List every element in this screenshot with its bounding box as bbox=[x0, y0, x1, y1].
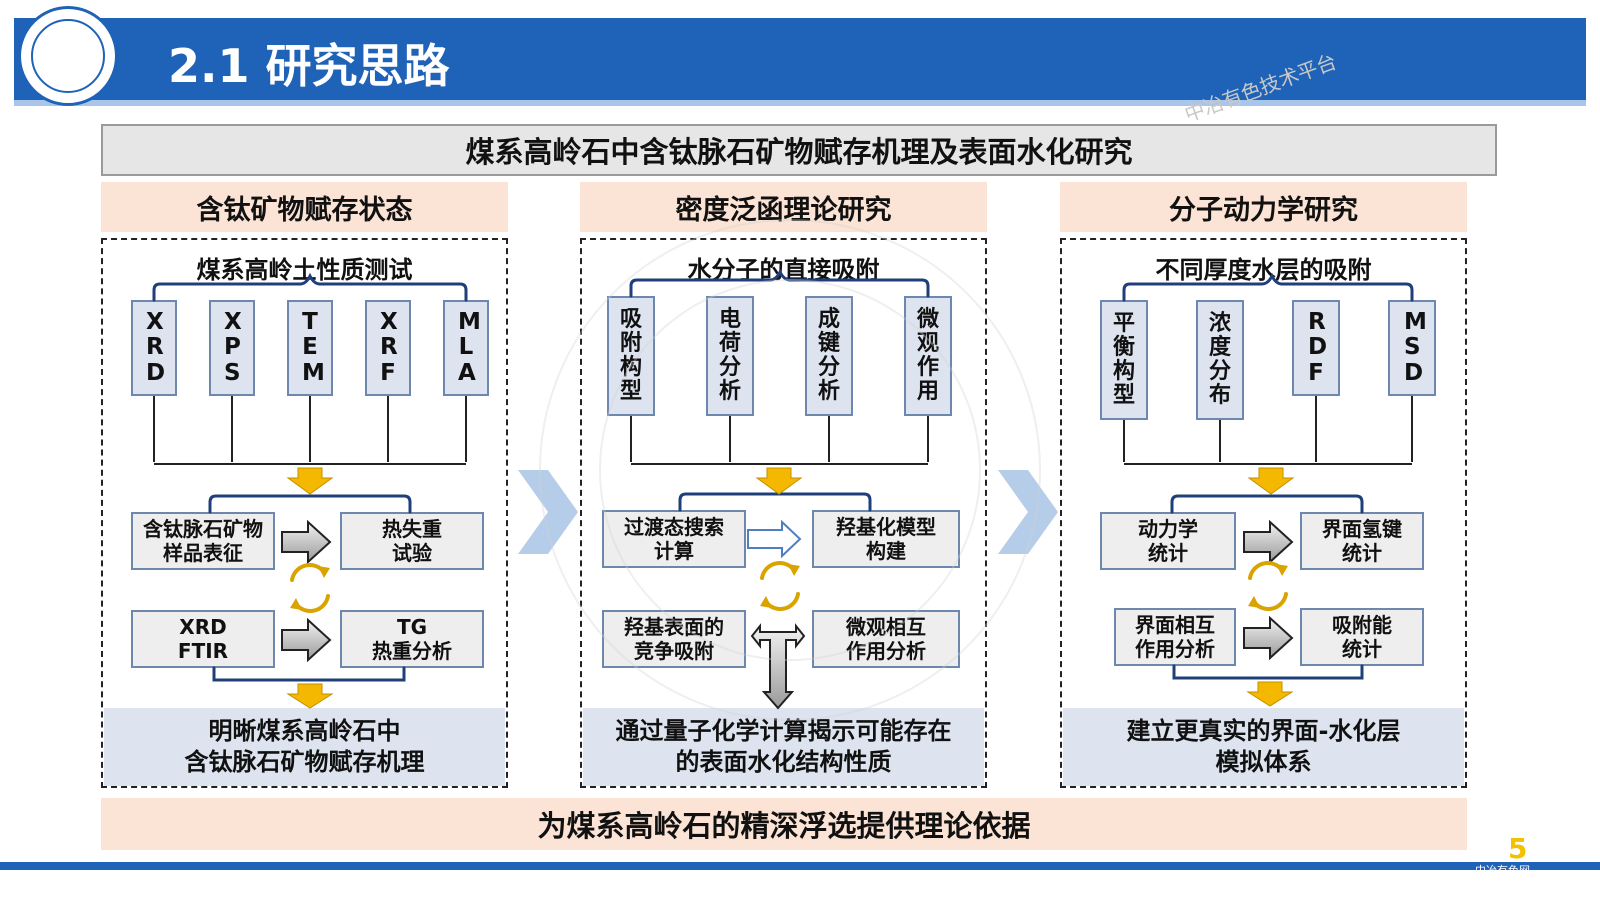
process-box-micro-interaction-analysis: 微观相互 作用分析 bbox=[812, 610, 960, 668]
column-2-heading: 密度泛函理论研究 bbox=[580, 182, 987, 232]
column-3-result: 建立更真实的界面-水化层 模拟体系 bbox=[1063, 708, 1464, 786]
column-1-panel bbox=[101, 238, 508, 788]
header-bar bbox=[14, 18, 1586, 100]
method-label: 吸附构型 bbox=[619, 306, 642, 405]
cycle-icon bbox=[290, 561, 1288, 613]
process-box-hydroxylation-model: 羟基化模型 构建 bbox=[812, 510, 960, 568]
column-2-result: 通过量子化学计算揭示可能存在 的表面水化结构性质 bbox=[583, 708, 984, 786]
column-3-panel bbox=[1060, 238, 1467, 788]
column-3-heading: 分子动力学研究 bbox=[1060, 182, 1467, 232]
logo-emblem-icon bbox=[31, 19, 105, 93]
method-adsorption-config-box: 吸附构型 bbox=[607, 296, 655, 416]
column-1-subheading: 煤系高岭土性质测试 bbox=[196, 256, 413, 284]
process-box-adsorption-energy: 吸附能 统计 bbox=[1300, 608, 1424, 666]
method-label: 平衡构型 bbox=[1112, 310, 1135, 409]
page-number: 5 bbox=[1508, 832, 1528, 865]
process-box-transition-state: 过渡态搜索 计算 bbox=[602, 510, 746, 568]
method-label: 电荷分析 bbox=[718, 306, 741, 405]
method-label: 浓度分布 bbox=[1208, 310, 1231, 409]
method-micro-interaction-box: 微观作用 bbox=[904, 296, 952, 416]
process-box-hbond-stats: 界面氢键 统计 bbox=[1300, 512, 1424, 570]
main-title: 煤系高岭石中含钛脉石矿物赋存机理及表面水化研究 bbox=[101, 124, 1497, 176]
method-equilibrium-config-box: 平衡构型 bbox=[1100, 300, 1148, 420]
column-2-panel bbox=[580, 238, 987, 788]
method-tem-box: TEM bbox=[287, 300, 333, 396]
method-concentration-box: 浓度分布 bbox=[1196, 300, 1244, 420]
slide-title: 2.1 研究思路 bbox=[168, 39, 450, 93]
site-label: 中冶有色网 bbox=[1475, 864, 1530, 877]
method-bond-analysis-box: 成键分析 bbox=[805, 296, 853, 416]
column-1-result: 明晰煤系高岭石中 含钛脉石矿物赋存机理 bbox=[104, 708, 505, 786]
method-label: XPS bbox=[224, 309, 242, 386]
university-logo bbox=[18, 6, 118, 106]
process-box-xrd-ftir: XRD FTIR bbox=[131, 610, 275, 668]
process-box-tg-analysis: TG 热重分析 bbox=[340, 610, 484, 668]
process-box-competitive-adsorption: 羟基表面的 竞争吸附 bbox=[602, 610, 746, 668]
column-3-subheading: 不同厚度水层的吸附 bbox=[1155, 256, 1372, 284]
method-label: XRD bbox=[146, 309, 166, 386]
header-underline bbox=[14, 100, 1586, 106]
footer-bar bbox=[0, 862, 1600, 870]
bottom-banner: 为煤系高岭石的精深浮选提供理论依据 bbox=[101, 798, 1467, 850]
process-box-thermal-test: 热失重 试验 bbox=[340, 512, 484, 570]
method-xps-box: XPS bbox=[209, 300, 255, 396]
process-box-interface-interaction: 界面相互 作用分析 bbox=[1114, 608, 1236, 666]
method-label: 微观作用 bbox=[916, 306, 939, 405]
process-box-dynamics-stats: 动力学 统计 bbox=[1100, 512, 1236, 570]
method-label: XRF bbox=[380, 309, 398, 386]
method-xrf-box: XRF bbox=[365, 300, 411, 396]
method-label: RDF bbox=[1308, 309, 1328, 386]
method-msd-box: MSD bbox=[1388, 300, 1436, 396]
column-1-heading: 含钛矿物赋存状态 bbox=[101, 182, 508, 232]
method-xrd-box: XRD bbox=[131, 300, 177, 396]
method-charge-analysis-box: 电荷分析 bbox=[706, 296, 754, 416]
method-rdf-box: RDF bbox=[1292, 300, 1340, 396]
method-label: 成键分析 bbox=[817, 306, 840, 405]
process-box-sample-characterization: 含钛脉石矿物 样品表征 bbox=[131, 512, 275, 570]
